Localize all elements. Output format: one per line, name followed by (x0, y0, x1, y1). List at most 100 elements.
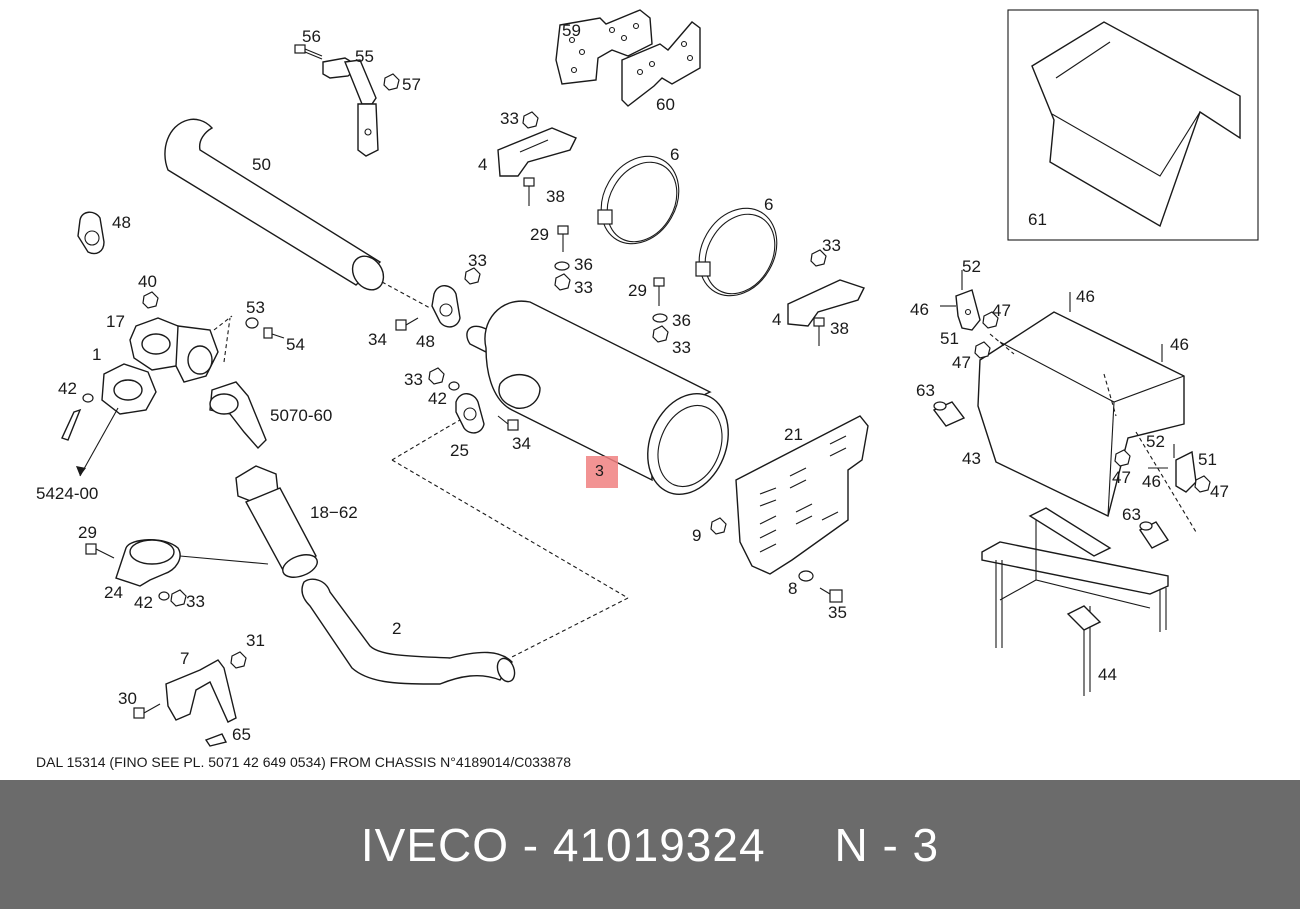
nut-57 (383, 73, 400, 91)
strap-6-upper (597, 155, 680, 245)
callout-29-right: 29 (628, 281, 647, 300)
callout-47-lower-right: 47 (1210, 482, 1229, 501)
callout-17: 17 (106, 312, 125, 331)
clamp-24 (115, 539, 181, 587)
pipe-50 (164, 118, 431, 309)
callout-5424-00: 5424-00 (36, 484, 98, 503)
mount-63-lower (1138, 521, 1170, 549)
callout-44: 44 (1098, 665, 1117, 684)
bracket-55 (322, 57, 379, 157)
callout-36-right: 36 (672, 311, 691, 330)
callout-18-62: 18−62 (310, 503, 358, 522)
nut-33-right (810, 249, 827, 267)
callout-33-center: 33 (574, 278, 593, 297)
callout-7: 7 (180, 649, 189, 668)
callout-46-lower: 46 (1142, 472, 1161, 491)
nut-33-upper (522, 111, 539, 129)
callout-29-center: 29 (530, 225, 549, 244)
bolt-46 (940, 270, 1175, 469)
support-4-lower (787, 279, 865, 327)
nut-33-center-b (428, 367, 445, 385)
pipe-18 (235, 465, 318, 578)
bracket-51-upper (955, 289, 981, 331)
bolt-29-right (652, 277, 669, 343)
callout-6-upper: 6 (670, 145, 679, 164)
callout-51-lower: 51 (1198, 450, 1217, 469)
callout-29-left: 29 (78, 523, 97, 542)
callout-33-center-a: 33 (468, 251, 487, 270)
nut-33-left (170, 589, 187, 607)
pin-65 (204, 733, 228, 747)
callout-8: 8 (788, 579, 797, 598)
callout-24: 24 (104, 583, 123, 602)
callout-59: 59 (562, 21, 581, 40)
callout-52-upper: 52 (962, 257, 981, 276)
callout-4-lower: 4 (772, 310, 781, 329)
nut-40 (142, 291, 159, 309)
bolt-56 (294, 44, 323, 60)
callout-25: 25 (450, 441, 469, 460)
nut-31 (230, 651, 247, 669)
bolt-29-left (85, 543, 115, 559)
muffler-3 (466, 300, 729, 495)
callout-63-lower: 63 (1122, 505, 1141, 524)
part-number-text: IVECO - 41019324 N - 3 (360, 818, 940, 871)
clamp-48-left (77, 211, 105, 255)
callout-33-upper: 33 (500, 109, 519, 128)
diagram-caption: DAL 15314 (FINO SEE PL. 5071 42 649 0534… (36, 754, 572, 770)
exploded-parts-diagram: 56 55 57 59 60 50 48 40 17 53 54 1 42 50… (36, 9, 1259, 747)
part-number-banner: IVECO - 41019324 N - 3 (0, 780, 1300, 909)
nut-47 (974, 311, 1211, 493)
bolt-30 (133, 703, 161, 719)
clamp-48-center (431, 285, 461, 328)
plate-60 (621, 21, 701, 107)
callout-46-top: 46 (1076, 287, 1095, 306)
flange-1 (101, 363, 157, 415)
callout-51-upper: 51 (940, 329, 959, 348)
callout-labels: 56 55 57 59 60 50 48 40 17 53 54 1 42 50… (36, 21, 1229, 744)
nut-9 (710, 517, 727, 535)
callout-60: 60 (656, 95, 675, 114)
callout-34-a: 34 (368, 330, 387, 349)
inset-box-61 (1007, 9, 1259, 241)
callout-52-lower: 52 (1146, 432, 1165, 451)
callout-63-upper: 63 (916, 381, 935, 400)
bolt-34-b (497, 415, 519, 431)
callout-3: 3 (595, 463, 604, 480)
bolt-38-lower (813, 317, 825, 346)
nut-33-center-a (464, 267, 481, 285)
cover-43 (977, 311, 1185, 518)
washer-53 (245, 317, 259, 329)
callout-55: 55 (355, 47, 374, 66)
bolt-35 (819, 587, 843, 603)
callout-50: 50 (252, 155, 271, 174)
plate-59 (555, 9, 653, 85)
callout-47-lower-left: 47 (1112, 468, 1131, 487)
callout-4-upper: 4 (478, 155, 487, 174)
washer-42-left (158, 591, 170, 601)
washer-8 (798, 570, 814, 582)
support-4-upper (497, 127, 577, 177)
callout-2: 2 (392, 619, 401, 638)
callout-65: 65 (232, 725, 251, 744)
callout-34-b: 34 (512, 434, 531, 453)
callout-5070-60: 5070-60 (270, 406, 332, 425)
bolt-34-a (395, 317, 419, 331)
callout-42-lower: 42 (134, 593, 153, 612)
heat-shield-21 (735, 415, 869, 575)
callout-57: 57 (402, 75, 421, 94)
callout-6-lower: 6 (764, 195, 773, 214)
callout-33-center-b: 33 (404, 370, 423, 389)
bracket-51-lower (1175, 450, 1197, 493)
callout-33-right-lower: 33 (672, 338, 691, 357)
callout-42-left: 42 (58, 379, 77, 398)
bracket-5070 (209, 381, 267, 450)
callout-1: 1 (92, 345, 101, 364)
callout-21: 21 (784, 425, 803, 444)
callout-33-lower: 33 (186, 592, 205, 611)
callout-40: 40 (138, 272, 157, 291)
stud-42-left (61, 393, 94, 441)
callout-48-center: 48 (416, 332, 435, 351)
callout-54: 54 (286, 335, 305, 354)
callout-38-upper: 38 (546, 187, 565, 206)
